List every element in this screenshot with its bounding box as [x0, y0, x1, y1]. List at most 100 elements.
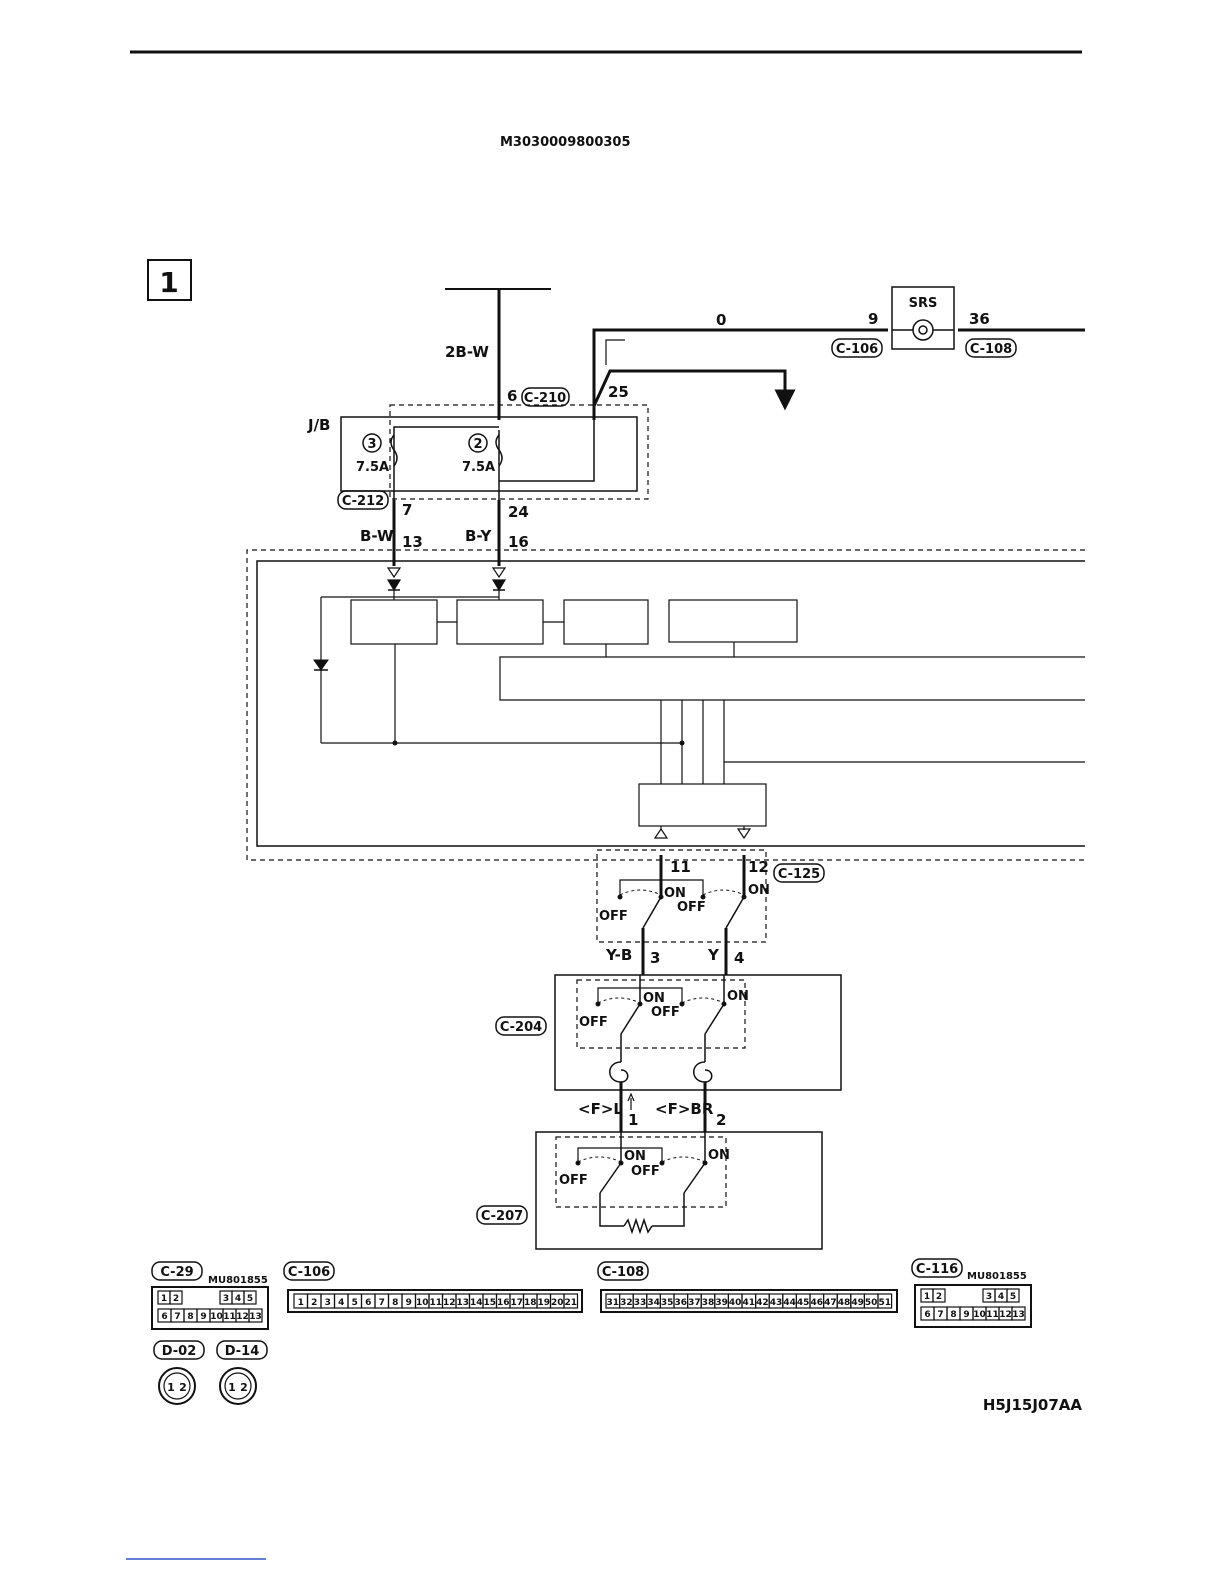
d02-pin-1: 1	[167, 1381, 175, 1394]
c116-top-pin: 1	[924, 1292, 930, 1302]
pin-c207-b: 2	[716, 1111, 726, 1129]
c207-housing	[535, 1131, 823, 1250]
c210-label: C-210	[524, 391, 566, 406]
c204-contact-3	[679, 1001, 685, 1007]
c106-pin: 6	[365, 1298, 371, 1308]
jb-bus	[393, 426, 499, 500]
c207-on-a: ON	[624, 1149, 646, 1164]
c116-bottom-pin: 11	[986, 1310, 999, 1320]
meter-bus-block	[499, 656, 1085, 701]
wire-label-0: 0	[716, 311, 726, 329]
d14-label: D-14	[225, 1344, 260, 1359]
meter-dashed-outline	[246, 549, 1085, 861]
c204-off-a: OFF	[579, 1015, 608, 1030]
c108-pin: 35	[661, 1298, 674, 1308]
c29-bottom-pin: 7	[174, 1312, 180, 1322]
c207-switch-outline	[555, 1136, 727, 1208]
pin-c207-a: 1	[628, 1111, 638, 1129]
d14-badge	[216, 1340, 268, 1360]
c108-pin: 32	[620, 1298, 633, 1308]
c207-arc-b	[661, 1156, 706, 1163]
c29-bottom-pin: 6	[161, 1312, 167, 1322]
c108-pin: 34	[647, 1298, 660, 1308]
c116-badge	[911, 1258, 963, 1278]
wire-label-2b-w: 2B-W	[445, 343, 489, 361]
c204-blade-b	[704, 1003, 725, 1035]
jb-label: J/B	[307, 416, 331, 434]
c116-top-pin: 2	[936, 1292, 942, 1302]
c116-top-pin: 3	[986, 1292, 992, 1302]
fuse-3	[390, 434, 398, 467]
pin-c125-b: 12	[748, 858, 769, 876]
c125-on-a: ON	[664, 886, 686, 901]
fuse-2-rating: 7.5A	[462, 460, 495, 475]
pin-c125-a: 11	[670, 858, 691, 876]
wire-branch-down	[592, 369, 796, 411]
c29-bottom-pin: 8	[187, 1312, 193, 1322]
c108-pin: 51	[879, 1298, 892, 1308]
c29-top-pin: 1	[161, 1294, 167, 1304]
jb-ground-line	[499, 420, 595, 482]
pin-c212-a: 7	[402, 501, 412, 519]
c116-bottom-pin: 9	[963, 1310, 969, 1320]
d14-connector-inner	[224, 1372, 252, 1400]
c106-pin: 12	[443, 1298, 456, 1308]
pin-c204-a: 3	[650, 949, 660, 967]
c29-body	[151, 1286, 269, 1330]
c116-top-cell	[1006, 1288, 1020, 1303]
pin-c108: 36	[969, 310, 990, 328]
c207-resistor-lead-a	[599, 1193, 624, 1227]
c106-pin: 15	[483, 1298, 496, 1308]
meter-output-a	[653, 827, 669, 839]
c29-part: MU801855	[208, 1275, 268, 1286]
c108-pin: 43	[770, 1298, 783, 1308]
c116-top-pin: 4	[998, 1292, 1004, 1302]
d02-connector-inner	[163, 1372, 191, 1400]
c108-pin: 39	[715, 1298, 728, 1308]
c106-badge	[831, 338, 883, 358]
c106-pin: 17	[510, 1298, 523, 1308]
d14-pin-2: 2	[240, 1381, 248, 1394]
c204-coil-a	[609, 1061, 629, 1083]
c108-pin: 48	[838, 1298, 851, 1308]
c106-pin: 9	[406, 1298, 412, 1308]
c207-contact-3	[659, 1160, 665, 1166]
pin-meter-b: 16	[508, 533, 529, 551]
c108-pin: 44	[783, 1298, 796, 1308]
c125-badge	[773, 863, 825, 883]
srs-unit	[891, 286, 955, 350]
c212-badge	[337, 490, 389, 510]
c125-label: C-125	[778, 867, 820, 882]
junction-block	[340, 416, 638, 492]
c125-contact-3	[700, 894, 706, 900]
c29-top-pin: 4	[235, 1294, 241, 1304]
c125-contact-1	[617, 894, 623, 900]
c29-badge	[151, 1261, 203, 1281]
c29-top-pin: 5	[247, 1294, 253, 1304]
branch-indicator	[605, 339, 625, 365]
wire-label-y-b: Y-B	[605, 946, 632, 964]
c207-off-b: OFF	[631, 1164, 660, 1179]
d14-pin-1: 1	[228, 1381, 236, 1394]
c207-resistor-lead-b	[652, 1193, 685, 1227]
wire-label-f-l: <F>L	[578, 1100, 623, 1118]
c207-badge	[476, 1205, 528, 1225]
input-a	[386, 567, 402, 579]
c204-blade-a	[620, 1003, 641, 1035]
c210-c212-dashed	[389, 404, 649, 500]
meter-block-2	[456, 599, 544, 645]
c106-pin: 2	[311, 1298, 317, 1308]
c106-pin: 7	[379, 1298, 385, 1308]
c207-on-b: ON	[708, 1148, 730, 1163]
meter-block-1	[350, 599, 438, 645]
c207-arc-a	[577, 1156, 622, 1163]
c116-bottom-pin: 8	[950, 1310, 956, 1320]
c106-pin: 11	[429, 1298, 442, 1308]
c116-part: MU801855	[967, 1271, 1027, 1282]
c116-bottom-pin: 10	[973, 1310, 986, 1320]
c108-pin: 40	[729, 1298, 742, 1308]
fuse-2-number: 2	[473, 437, 482, 452]
